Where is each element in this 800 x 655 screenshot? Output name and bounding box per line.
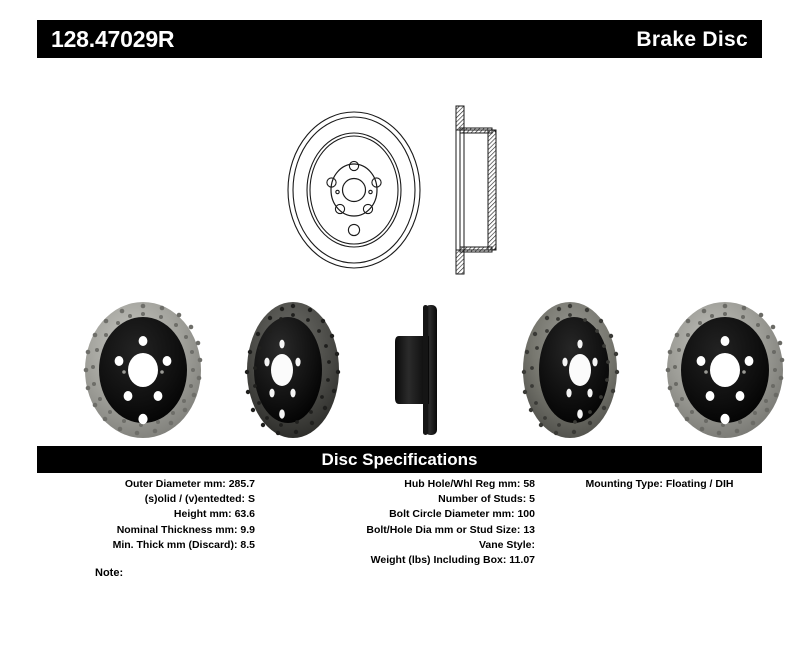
spec-row: Number of Studs: 5: [277, 492, 535, 507]
rotor-rear-face-drilled-icon: [665, 302, 785, 438]
rotor-face-line-drawing: [287, 111, 421, 269]
spec-row: Nominal Thickness mm: 9.9: [37, 523, 255, 538]
rotor-edge-profile-photo: [383, 300, 453, 440]
spec-value: 100: [517, 508, 535, 521]
spec-value: S: [247, 493, 255, 506]
spec-row: Vane Style:: [277, 538, 535, 553]
spec-value: 13: [523, 523, 535, 536]
spec-value: 285.7: [228, 478, 255, 490]
rotor-cross-section-line-drawing: [455, 105, 497, 275]
note-block: Note:: [95, 567, 123, 579]
spec-label: (s)olid / (v)entedted:: [144, 493, 246, 506]
spec-value: 5: [529, 493, 535, 506]
spec-row: (s)olid / (v)entedted: S: [37, 492, 255, 507]
rotor-front-face-drilled-icon: [83, 302, 203, 438]
rotor-rear-angled-view-icon: [521, 302, 620, 438]
rotor-front-face-photo: [58, 300, 228, 440]
spec-label: Min. Thick mm (Discard):: [112, 538, 238, 551]
header-bar: 128.47029R Brake Disc: [37, 20, 762, 58]
spec-label: Bolt/Hole Dia mm or Stud Size:: [366, 523, 521, 536]
spec-row: Hub Hole/Whl Reg mm: 58: [277, 477, 535, 492]
spec-label: Height mm:: [173, 508, 232, 521]
spec-label: Vane Style:: [478, 538, 535, 551]
part-number-label: 128.47029R: [51, 25, 175, 52]
product-type-label: Brake Disc: [636, 27, 748, 51]
spec-columns: Outer Diameter mm: 285.7 (s)olid / (v)en…: [37, 477, 762, 577]
spec-row: Outer Diameter mm: 285.7: [37, 477, 255, 492]
spec-title-label: Disc Specifications: [321, 450, 478, 469]
product-photo-strip: [18, 300, 788, 440]
spec-value: 63.6: [234, 508, 255, 521]
rotor-angled-view-icon: [244, 302, 341, 438]
spec-label: Mounting Type:: [585, 478, 663, 490]
spec-label: Nominal Thickness mm:: [116, 523, 238, 536]
spec-label: Weight (lbs) Including Box:: [370, 554, 507, 567]
note-label: Note:: [95, 567, 124, 579]
rotor-angled-photo: [218, 300, 368, 440]
spec-row: Bolt/Hole Dia mm or Stud Size: 13: [277, 523, 535, 538]
spec-row: Mounting Type: Floating / DIH: [557, 477, 762, 492]
spec-value: 58: [523, 478, 535, 490]
spec-label: Outer Diameter mm:: [124, 478, 226, 490]
rotor-edge-profile-view-icon: [395, 305, 437, 435]
spec-value: 11.07: [509, 554, 535, 567]
spec-label: Hub Hole/Whl Reg mm:: [404, 478, 521, 490]
rotor-rear-angled-photo: [498, 300, 648, 440]
spec-value: Floating / DIH: [665, 478, 734, 490]
spec-row: Min. Thick mm (Discard): 8.5: [37, 538, 255, 553]
spec-label: Number of Studs:: [438, 493, 527, 506]
rotor-line-art-svg: [287, 105, 497, 275]
spec-row: Height mm: 63.6: [37, 507, 255, 522]
spec-title-bar: Disc Specifications: [37, 446, 762, 473]
spec-row: Bolt Circle Diameter mm: 100: [277, 507, 535, 522]
technical-line-drawing: [270, 100, 530, 285]
spec-row: Weight (lbs) Including Box: 11.07: [277, 553, 535, 568]
spec-label: Bolt Circle Diameter mm:: [389, 508, 515, 521]
spec-column-middle: Hub Hole/Whl Reg mm: 58 Number of Studs:…: [277, 477, 535, 568]
spec-value: 9.9: [240, 523, 255, 536]
spec-value: 8.5: [240, 538, 255, 551]
rotor-rear-face-photo: [643, 300, 800, 440]
spec-column-left: Outer Diameter mm: 285.7 (s)olid / (v)en…: [37, 477, 255, 553]
spec-column-right: Mounting Type: Floating / DIH: [557, 477, 762, 492]
